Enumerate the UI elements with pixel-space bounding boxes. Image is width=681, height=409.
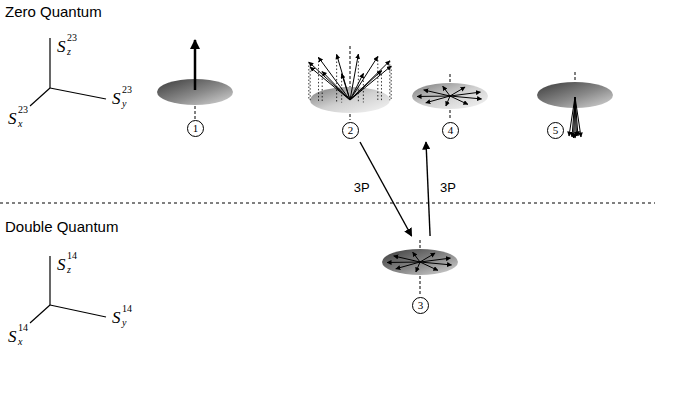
axis-symbol: S xyxy=(112,309,121,326)
axis-symbol: S xyxy=(8,110,17,127)
axis-superscript: 23 xyxy=(18,105,28,115)
axes-zero-quantum xyxy=(30,38,106,106)
callout-number: 4 xyxy=(442,122,459,139)
axis-subscript: z xyxy=(67,47,71,57)
callout-number: 1 xyxy=(187,120,204,137)
axis-superscript: 14 xyxy=(67,251,77,261)
axis-subscript: x xyxy=(18,337,22,347)
axis-subscript: y xyxy=(122,99,126,109)
separator-line xyxy=(0,203,655,204)
transfer-arrow xyxy=(426,142,430,236)
callout-number: 5 xyxy=(547,122,564,139)
section-heading: Zero Quantum xyxy=(5,4,102,19)
spin-state-node: 1 xyxy=(150,30,240,142)
axis-superscript: 14 xyxy=(122,304,132,314)
callout-number: 3 xyxy=(412,297,429,314)
axis-symbol: S xyxy=(8,328,17,345)
axis-symbol: S xyxy=(112,90,121,107)
edge-label: 3P xyxy=(438,181,458,195)
spin-disc xyxy=(382,240,458,294)
axis-subscript: y xyxy=(122,318,126,328)
spin-state-node: 2 xyxy=(300,40,400,142)
spin-disc xyxy=(412,74,488,120)
callout-number: 2 xyxy=(342,122,359,139)
axis-superscript: 14 xyxy=(18,323,28,333)
axes-double-quantum xyxy=(30,256,106,323)
spin-disc xyxy=(157,40,233,119)
spin-state-node: 3 xyxy=(378,236,462,318)
axis-subscript: z xyxy=(67,265,71,275)
spin-disc xyxy=(537,72,613,138)
axis-subscript: x xyxy=(18,119,22,129)
spin-state-node: 4 xyxy=(408,72,498,142)
axis-symbol: S xyxy=(57,38,66,55)
axis-superscript: 23 xyxy=(67,33,77,43)
spin-disc xyxy=(309,46,391,120)
axis-symbol: S xyxy=(57,256,66,273)
axis-superscript: 23 xyxy=(122,85,132,95)
edge-label: 3P xyxy=(352,181,372,195)
section-heading: Double Quantum xyxy=(5,219,118,234)
spin-state-node: 5 xyxy=(535,72,615,157)
